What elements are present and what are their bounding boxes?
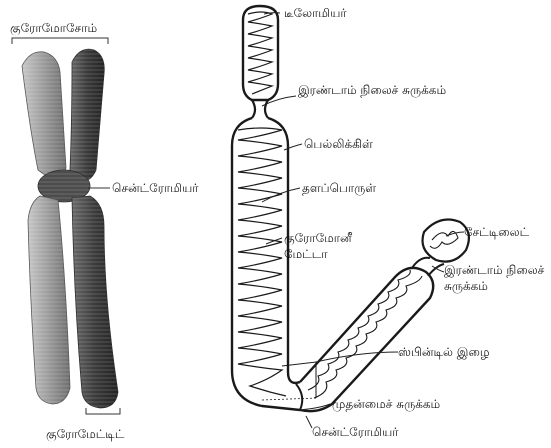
satellite-outline [423, 220, 469, 262]
x-chromosome [12, 38, 120, 414]
diagonal-arm-coil [308, 270, 422, 398]
label-secondary-constriction-1: இரண்டாம் நிலைச் சுருக்கம் [298, 82, 448, 98]
label-centromere-left: சென்ட்ரோமியர் [112, 180, 199, 196]
secondary-constriction-1 [252, 100, 268, 118]
satellite-coil [430, 231, 458, 248]
label-chromatid: குரோமேட்டிட் [46, 426, 124, 442]
primary-constriction [296, 384, 302, 410]
main-arm-coil [238, 128, 286, 396]
label-matrix: தளப்பொருள் [302, 180, 376, 196]
label-primary-constriction: முதன்மைச் சுருக்கம் [332, 396, 440, 412]
top-knob-coil [248, 12, 272, 94]
label-chromosome: குரோமோசோம் [10, 20, 97, 36]
label-pellicle: பெல்லிக்கிள் [304, 136, 373, 152]
label-spindle-fibre: ஸ்பின்டில் இழை [398, 344, 489, 360]
label-satellite: சேட்டிலைட் [464, 224, 529, 240]
label-centromere-right: சென்ட்ரோமியர் [312, 424, 399, 440]
label-telomere: டீலோமியர் [284, 5, 347, 21]
chromosome-bracket [12, 38, 108, 44]
chromatid-bracket [86, 408, 120, 414]
main-arm-outline [232, 118, 300, 410]
leader-lines [262, 13, 464, 428]
label-secondary-constriction-2: இரண்டாம் நிலைச் சுருக்கம் [444, 262, 550, 294]
label-chromonemata: குரோமோனீ மேட்டா [284, 230, 364, 262]
